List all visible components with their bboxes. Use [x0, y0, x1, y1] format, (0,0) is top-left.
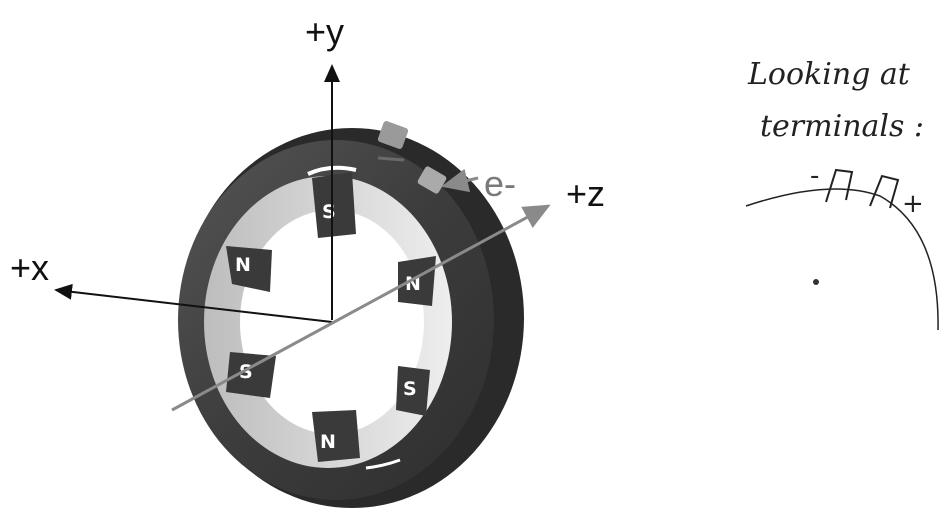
brush-terminals [377, 121, 447, 194]
electron-label: e- [484, 163, 516, 204]
note-line-1: Looking at [747, 57, 911, 92]
pole-right: N [398, 256, 436, 306]
note-line-2: terminals : [760, 109, 924, 144]
pole-upper-left-label: N [235, 254, 251, 276]
pole-left: S [226, 352, 276, 398]
pole-lower-right-label: S [403, 378, 417, 400]
sketch-terminal-left [825, 168, 854, 203]
sketch-motor-outline [745, 188, 939, 331]
pole-upper-left: N [226, 246, 272, 292]
electron-current-arrow: e- [441, 163, 516, 204]
sketch-plus-sign: + [902, 189, 924, 219]
handwritten-note: Looking at terminals : - + [745, 57, 939, 331]
pole-bottom-label: N [320, 431, 336, 453]
y-axis-label: +y [305, 11, 344, 52]
sketch-terminal-right [869, 174, 900, 209]
x-axis-label: +x [10, 247, 49, 288]
pole-lower-right: S [396, 366, 430, 416]
x-axis [54, 283, 333, 323]
sketch-minus-sign: - [810, 161, 819, 191]
pole-top-label: S [322, 201, 336, 223]
pole-bottom: N [312, 410, 401, 470]
z-axis-label: +z [566, 173, 605, 214]
z-axis [171, 204, 551, 412]
sketch-center-dot [813, 279, 819, 285]
